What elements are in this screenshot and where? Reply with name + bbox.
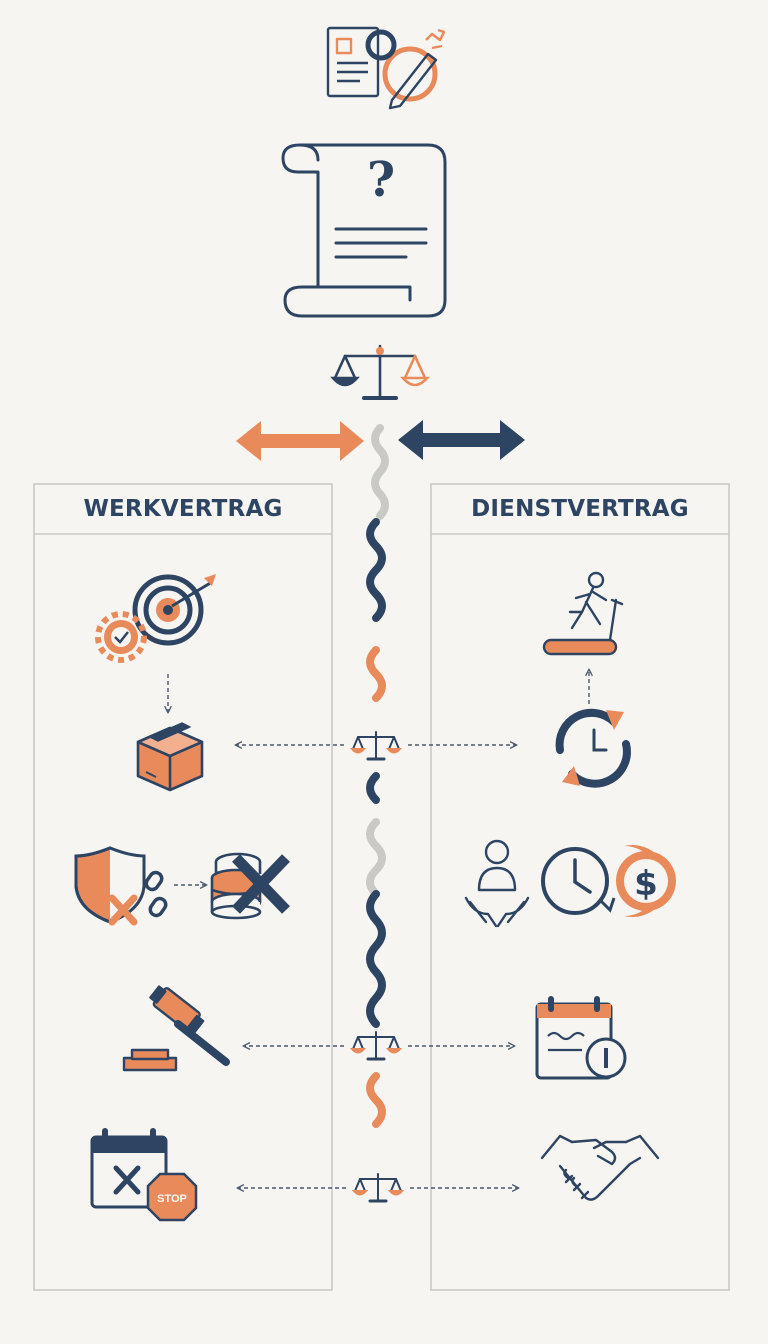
calendar-stop-icon: STOP bbox=[90, 1128, 198, 1222]
small-scale-icon bbox=[349, 1031, 403, 1061]
package-box-icon bbox=[136, 722, 204, 792]
orange-double-arrow bbox=[236, 421, 364, 461]
dienstvertrag-panel bbox=[430, 483, 730, 1291]
werkvertrag-panel bbox=[33, 483, 333, 1291]
clock-cycle-icon bbox=[555, 708, 631, 788]
werkvertrag-title: WERKVERTRAG bbox=[83, 496, 283, 522]
gavel-icon bbox=[122, 985, 230, 1072]
dienstvertrag-title: DIENSTVERTRAG bbox=[471, 496, 689, 522]
calendar-info-icon bbox=[535, 996, 627, 1080]
svg-text:STOP: STOP bbox=[157, 1193, 187, 1205]
treadmill-runner-icon bbox=[542, 571, 624, 656]
dashed-connectors bbox=[168, 670, 589, 1188]
handshake-icon bbox=[540, 1134, 660, 1201]
target-gear-icon bbox=[95, 574, 216, 663]
navy-double-arrow bbox=[398, 420, 525, 460]
central-wave-line bbox=[366, 424, 389, 1128]
svg-text:$: $ bbox=[634, 864, 658, 904]
shield-broken-chain-icon bbox=[74, 846, 168, 926]
question-scroll-icon: ? bbox=[281, 143, 447, 318]
small-scale-icon bbox=[351, 1173, 405, 1203]
clock-dollar-icon: $ bbox=[541, 845, 676, 917]
balance-scale-icon bbox=[330, 344, 430, 400]
small-scale-icon bbox=[349, 731, 403, 761]
coins-cross-icon bbox=[210, 852, 290, 920]
person-care-icon bbox=[464, 839, 530, 928]
document-edit-icon bbox=[326, 26, 446, 110]
svg-text:?: ? bbox=[367, 152, 395, 208]
